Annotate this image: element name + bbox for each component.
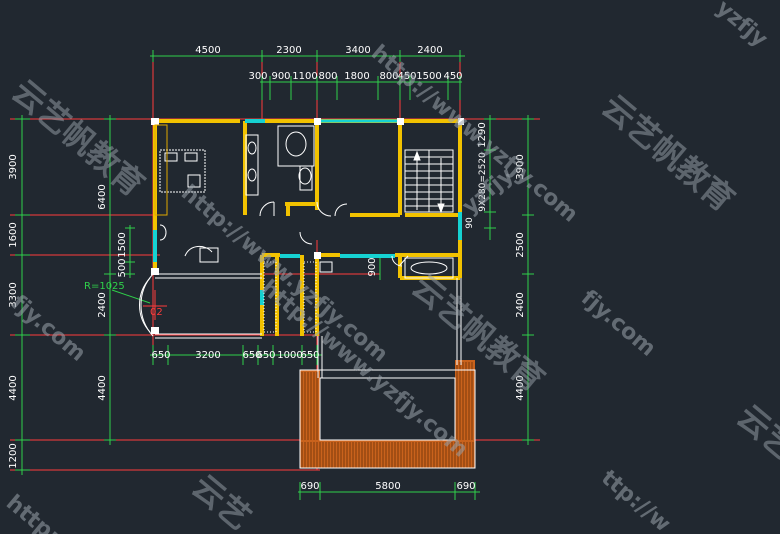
dim-interior-1: 900	[367, 257, 378, 276]
dim-mid-2: 3200	[195, 350, 220, 361]
dim-right-2: 2500	[515, 232, 526, 257]
dim-bottom-3: 690	[456, 481, 475, 492]
top-minor-dims: 300 900 1100 800 1800 800 450 1500 450	[248, 71, 462, 82]
dim-top-minor-5: 1800	[344, 71, 369, 82]
watermark-brand-2: 云艺帆教育	[5, 72, 152, 204]
dim-top-minor-8: 1500	[416, 71, 441, 82]
dim-right-inner-1: 1290	[477, 122, 488, 147]
exterior-lines	[139, 273, 462, 378]
dim-left-3: 3300	[8, 282, 19, 307]
dim-top-2: 2300	[276, 45, 301, 56]
dim-left-inner-2: 2400	[97, 292, 108, 317]
watermark-brand-4: 云艺	[185, 467, 258, 534]
dim-top-3: 3400	[345, 45, 370, 56]
watermark-brand-3: 云艺帆教育	[405, 267, 552, 399]
dim-top-minor-1: 300	[248, 71, 267, 82]
dim-left-5: 1200	[8, 443, 19, 468]
dim-top-1: 4500	[195, 45, 220, 56]
dim-top-minor-4: 800	[318, 71, 337, 82]
right-outer-dims: 3900 2500 2400 4400	[515, 154, 526, 400]
dimension-lines	[15, 50, 534, 500]
balcony-deck	[299, 360, 476, 469]
dim-mid-6: 650	[300, 350, 319, 361]
watermark-url-7: fjy.com	[6, 290, 90, 366]
dim-right-inner-3: 90	[465, 217, 475, 229]
dim-left-1: 3900	[8, 154, 19, 179]
watermark-brand-1: 云艺帆教育	[595, 87, 742, 219]
watermark-url-9: http://	[1, 490, 77, 534]
dim-right-inner-2: 9X280=2520	[478, 152, 488, 212]
dim-left-small-1: 1500	[117, 232, 128, 257]
dim-left-inner-3: 4400	[97, 375, 108, 400]
dim-left-2: 1600	[8, 222, 19, 247]
dim-bottom-1: 690	[300, 481, 319, 492]
dim-left-4: 4400	[8, 375, 19, 400]
left-inner-dims: 6400 2400 4400 1500 500	[97, 184, 128, 400]
columns	[151, 118, 464, 334]
radius-label: R=1025	[84, 281, 125, 292]
dim-right-4: 4400	[515, 375, 526, 400]
dim-top-minor-7: 450	[397, 71, 416, 82]
furniture	[154, 124, 454, 333]
right-inner-dims: 1290 9X280=2520 90	[465, 122, 488, 228]
middle-bottom-dims: 650 3200 650 650 1000 650	[151, 350, 319, 361]
left-outer-dims: 3900 1600 3300 4400 1200	[8, 154, 19, 468]
dim-top-minor-3: 1100	[292, 71, 317, 82]
watermark-brand-5: 云艺	[730, 397, 780, 467]
watermark-url-8: ttp://w	[596, 465, 675, 534]
dim-right-3: 2400	[515, 292, 526, 317]
dim-left-inner-1: 6400	[97, 184, 108, 209]
stair-arrows	[413, 150, 445, 214]
watermark-url-6: yzfjy	[711, 0, 772, 52]
dim-mid-1: 650	[151, 350, 170, 361]
dim-top-minor-9: 450	[443, 71, 462, 82]
dim-left-small-2: 500	[117, 258, 128, 277]
windows	[153, 119, 462, 305]
watermark-url-5: yzfjy	[458, 163, 519, 220]
top-major-dims: 4500 2300 3400 2400	[195, 45, 442, 56]
dim-right-1: 3900	[515, 154, 526, 179]
dim-bottom-2: 5800	[375, 481, 400, 492]
bottom-dims: 690 5800 690	[300, 481, 475, 492]
dim-mid-3: 650	[242, 350, 261, 361]
dim-mid-4: 650	[256, 350, 275, 361]
dim-mid-5: 1000	[277, 350, 302, 361]
dim-top-minor-2: 900	[271, 71, 290, 82]
watermark-url-4: fjy.com	[576, 285, 660, 361]
dim-top-minor-6: 800	[379, 71, 398, 82]
dim-top-4: 2400	[417, 45, 442, 56]
axis-marker-label: 02	[150, 307, 163, 318]
